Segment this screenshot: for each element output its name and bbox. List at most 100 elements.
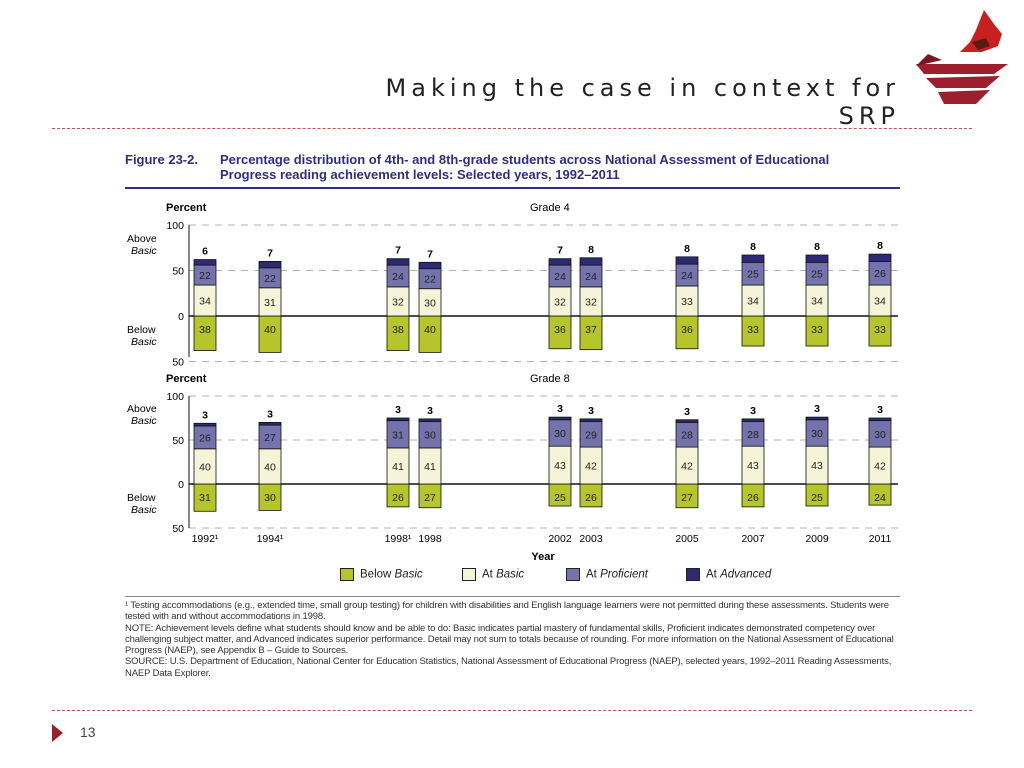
grade4-label-below-basic: 38	[199, 324, 211, 336]
figure-title-rule	[125, 187, 900, 189]
grade4-label-at-advanced: 7	[395, 245, 401, 257]
legend-label-at-advanced-emph: Advanced	[720, 568, 772, 581]
grade8-label-below-basic: 26	[585, 492, 597, 504]
grade8-label-at-advanced: 3	[395, 404, 401, 416]
grade8-above-label-basic: Basic	[131, 415, 157, 427]
grade8-label-at-proficient: 28	[747, 429, 759, 441]
grade4-label-below-basic: 40	[264, 324, 276, 336]
grade4-label-at-proficient: 25	[747, 269, 759, 281]
legend-item-below-basic: Below Basic	[340, 568, 423, 581]
grade8-label-at-basic: 40	[199, 461, 211, 473]
x-tick-label: 2007	[741, 533, 765, 545]
grade8-label-below-basic: 25	[811, 492, 823, 504]
grade4-label-at-basic: 31	[264, 297, 276, 309]
grade8-label-at-proficient: 30	[554, 428, 566, 440]
grade8-panel-title: Grade 8	[530, 373, 570, 385]
grade8-label-at-advanced: 3	[557, 403, 563, 415]
legend-label-at-basic-emph: Basic	[496, 568, 525, 581]
grade4-label-at-advanced: 8	[684, 243, 690, 255]
grade8-bar-at-advanced	[579, 418, 603, 422]
grade8-y-tick-label: 50	[172, 435, 184, 447]
grade4-panel-title: Grade 4	[530, 202, 570, 214]
grade8-label-at-proficient: 30	[811, 428, 823, 440]
grade4-label-at-proficient: 22	[264, 273, 276, 285]
grade4-label-at-advanced: 7	[267, 247, 273, 259]
figure-notes: ¹ Testing accommodations (e.g., extended…	[125, 600, 900, 679]
grade8-bar-at-advanced	[386, 417, 410, 422]
grade4-below-label-basic: Basic	[131, 336, 157, 348]
grade4-label-below-basic: 36	[681, 324, 693, 336]
grade8-label-below-basic: 31	[199, 492, 211, 504]
footnote-text: ¹ Testing accommodations (e.g., extended…	[125, 600, 889, 623]
slide-title: Making the case in context for SRP	[385, 74, 900, 130]
grade4-label-at-advanced: 8	[814, 241, 820, 253]
grade4-bar-at-advanced	[868, 253, 892, 262]
legend-swatch-at-basic	[462, 568, 476, 581]
grade4-label-below-basic: 33	[747, 324, 759, 336]
grade8-y-axis-label: Percent	[166, 373, 207, 385]
grade4-label-at-basic: 34	[199, 296, 211, 308]
grade8-bar-at-advanced	[418, 418, 442, 422]
grade4-label-at-advanced: 8	[877, 240, 883, 252]
triangle-bullet-icon	[52, 724, 63, 742]
grade8-bar-at-advanced	[675, 419, 699, 423]
grade8-label-at-advanced: 3	[202, 409, 208, 421]
grade4-label-at-basic: 34	[874, 296, 886, 308]
legend-item-at-basic: At Basic	[462, 568, 524, 581]
grade4-label-at-basic: 34	[811, 296, 823, 308]
grade8-label-at-advanced: 3	[877, 404, 883, 416]
grade4-label-at-proficient: 26	[874, 268, 886, 280]
legend-item-at-proficient: At Proficient	[566, 568, 648, 581]
grade4-label-at-advanced: 8	[588, 244, 594, 256]
grade8-bar-at-advanced	[741, 418, 765, 422]
grade4-bar-at-advanced	[193, 259, 217, 266]
note-text: NOTE: Achievement levels define what stu…	[125, 622, 894, 657]
legend-swatch-at-proficient	[566, 568, 580, 581]
x-tick-label: 1994¹	[257, 533, 284, 545]
grade8-label-at-basic: 42	[681, 461, 693, 473]
grade4-label-at-proficient: 22	[424, 274, 436, 286]
grade8-y-tick-label: 100	[166, 391, 184, 403]
grade8-label-at-basic: 43	[747, 460, 759, 472]
legend-label-at-proficient-emph: Proficient	[600, 568, 648, 581]
grade8-label-below-basic: 26	[392, 492, 404, 504]
grade4-label-at-advanced: 7	[557, 245, 563, 257]
x-tick-label: 1998¹	[385, 533, 412, 545]
grade8-bar-at-advanced	[258, 421, 282, 426]
grade4-above-label-basic: Basic	[131, 245, 157, 257]
grade4-label-at-proficient: 25	[811, 269, 823, 281]
grade4-label-at-advanced: 7	[427, 248, 433, 260]
grade8-label-at-proficient: 26	[199, 432, 211, 444]
grade8-label-at-advanced: 3	[750, 405, 756, 417]
grade8-label-at-advanced: 3	[267, 408, 273, 420]
grade8-y-tick-label: 0	[178, 479, 184, 491]
grade8-label-at-advanced: 3	[684, 406, 690, 418]
grade8-label-at-proficient: 31	[392, 429, 404, 441]
grade8-label-at-proficient: 30	[424, 430, 436, 442]
grade8-label-at-basic: 42	[585, 461, 597, 473]
grade8-label-below-basic: 24	[874, 492, 886, 504]
legend-swatch-at-advanced	[686, 568, 700, 581]
grade8-label-below-basic: 27	[681, 492, 693, 504]
grade8-bar-at-advanced	[805, 416, 829, 421]
grade4-bar-at-advanced	[386, 258, 410, 266]
x-tick-label: 2011	[869, 533, 892, 545]
legend-label-at-advanced-prefix: At	[706, 568, 721, 581]
grade8-label-at-advanced: 3	[427, 405, 433, 417]
grade4-y-tick-label: 0	[178, 311, 184, 323]
grade4-label-at-advanced: 6	[202, 246, 208, 258]
footer-divider	[52, 710, 972, 711]
legend-swatch-below-basic	[340, 568, 354, 581]
grade4-label-at-basic: 32	[392, 296, 404, 308]
grade4-y-tick-label: 100	[166, 220, 184, 232]
grade4-y-tick-label: 50	[172, 357, 184, 369]
x-axis-label: Year	[531, 551, 555, 563]
x-tick-label: 1998	[418, 533, 442, 545]
grade4-label-at-basic: 32	[554, 296, 566, 308]
notes-rule	[125, 596, 900, 597]
grade8-label-below-basic: 26	[747, 492, 759, 504]
header-divider	[52, 128, 972, 129]
grade4-bar-at-advanced	[805, 254, 829, 263]
grade8-below-label-basic: Basic	[131, 504, 157, 516]
